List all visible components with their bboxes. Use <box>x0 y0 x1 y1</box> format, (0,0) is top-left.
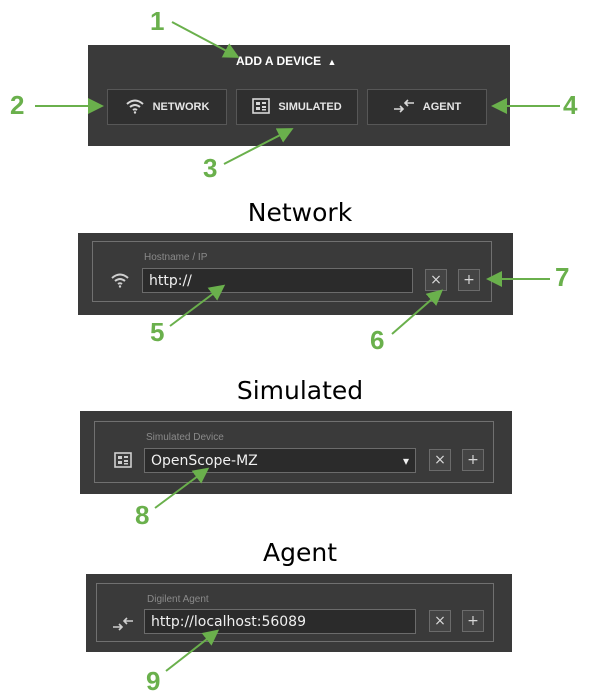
simulated-add-button[interactable]: + <box>462 449 484 471</box>
simulated-heading: Simulated <box>236 376 364 405</box>
chip-icon <box>252 97 271 117</box>
agent-button-label: AGENT <box>422 101 462 113</box>
callout-arrow-5 <box>169 284 226 327</box>
chip-icon <box>114 452 132 472</box>
simulated-clear-button[interactable]: × <box>429 449 451 471</box>
network-button[interactable]: NETWORK <box>107 89 227 125</box>
simulated-device-select[interactable]: OpenScope-MZ ▾ <box>144 448 416 473</box>
hostname-input[interactable]: http:// <box>142 268 413 293</box>
add-device-title: ADD A DEVICE <box>236 54 322 68</box>
simulated-button-label: SIMULATED <box>278 101 342 113</box>
callout-6: 6 <box>370 325 385 355</box>
agent-url-input[interactable]: http://localhost:56089 <box>144 609 416 634</box>
simulated-frame <box>94 421 494 483</box>
agent-arrows-icon <box>112 616 134 635</box>
network-heading: Network <box>247 198 353 227</box>
network-add-button[interactable]: + <box>458 269 480 291</box>
network-button-label: NETWORK <box>152 101 210 113</box>
callout-arrow-1 <box>171 21 240 58</box>
callout-9: 9 <box>146 666 161 696</box>
agent-button[interactable]: AGENT <box>367 89 487 125</box>
callout-arrow-9 <box>165 629 220 672</box>
dropdown-arrow-icon: ▾ <box>402 453 409 468</box>
callout-arrow-8 <box>154 467 210 509</box>
callout-5: 5 <box>150 317 165 347</box>
callout-3: 3 <box>203 153 218 183</box>
hostname-label: Hostname / IP <box>144 252 208 263</box>
caret-up-icon: ▲ <box>327 57 337 67</box>
callout-2: 2 <box>10 90 25 120</box>
callout-4: 4 <box>563 90 578 120</box>
callout-arrow-6 <box>391 289 444 335</box>
agent-clear-button[interactable]: × <box>429 610 451 632</box>
wifi-icon <box>110 272 130 292</box>
agent-frame <box>96 583 494 642</box>
simulated-device-label: Simulated Device <box>146 432 224 443</box>
agent-add-button[interactable]: + <box>462 610 484 632</box>
simulated-device-value: OpenScope-MZ <box>151 452 258 469</box>
agent-arrows-icon <box>393 98 415 116</box>
callout-1: 1 <box>150 6 165 36</box>
wifi-icon <box>125 98 145 117</box>
digilent-agent-label: Digilent Agent <box>147 594 209 605</box>
callout-7: 7 <box>555 262 570 292</box>
callout-8: 8 <box>135 500 150 530</box>
agent-heading: Agent <box>263 538 337 567</box>
simulated-button[interactable]: SIMULATED <box>236 89 358 125</box>
callout-arrow-3 <box>223 128 294 165</box>
add-device-toggle[interactable]: ADD A DEVICE ▲ <box>236 54 336 68</box>
